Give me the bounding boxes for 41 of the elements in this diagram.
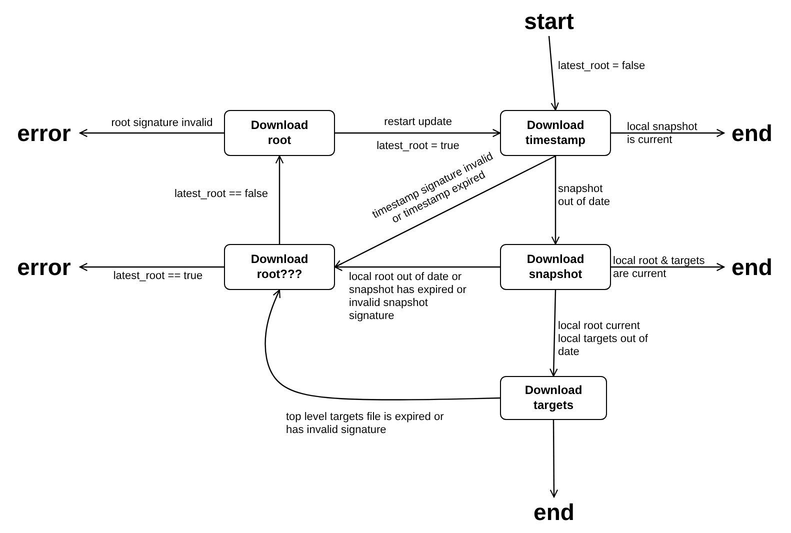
arrow	[79, 128, 224, 138]
state-label: Download snapshot	[526, 252, 586, 282]
state-box	[224, 244, 335, 290]
state-label: Download targets	[524, 383, 584, 413]
edge-label: local snapshot is current	[627, 121, 698, 147]
edge-label: snapshot out of date	[558, 183, 611, 209]
edge-label: restart update	[383, 116, 453, 129]
arrow	[611, 128, 725, 138]
state-box	[500, 244, 611, 290]
arrow	[334, 155, 556, 268]
terminal-label: end	[724, 118, 780, 148]
edge-label: latest_root == true	[112, 270, 204, 283]
terminal-label: error	[8, 252, 80, 282]
terminal-label: end	[526, 497, 582, 527]
edge-label: local root & targets are current	[613, 255, 706, 281]
curved-arrow	[264, 289, 500, 400]
condition-label: latest_root = true	[376, 140, 460, 153]
state-label: Download root???	[250, 252, 310, 282]
state-label: Download root	[250, 118, 310, 148]
terminal-label: error	[8, 118, 80, 148]
edge-label: latest_root == false	[173, 188, 268, 201]
arrow	[550, 290, 558, 377]
edge-label: local root current local targets out of date	[558, 320, 649, 359]
edge-label: root signature invalid	[110, 117, 214, 130]
state-label: Download timestamp	[524, 118, 587, 148]
arrow	[275, 155, 284, 244]
arrow	[79, 262, 224, 272]
state-box	[500, 376, 607, 420]
edge-label: top level targets file is expired or has invalid signature	[286, 411, 444, 437]
state-box	[224, 110, 335, 156]
terminal-label: end	[724, 252, 780, 282]
arrow	[548, 36, 559, 111]
arrow	[335, 128, 501, 138]
edge-label: latest_root = false	[558, 60, 646, 73]
edge-label: local root out of date or snapshot has expired or invalid snapshot signature	[349, 271, 468, 323]
arrow	[550, 420, 558, 498]
arrow	[611, 262, 725, 272]
arrow	[551, 156, 560, 245]
terminal-label: start	[518, 6, 580, 36]
arrow	[334, 262, 500, 272]
state-box	[500, 110, 611, 156]
